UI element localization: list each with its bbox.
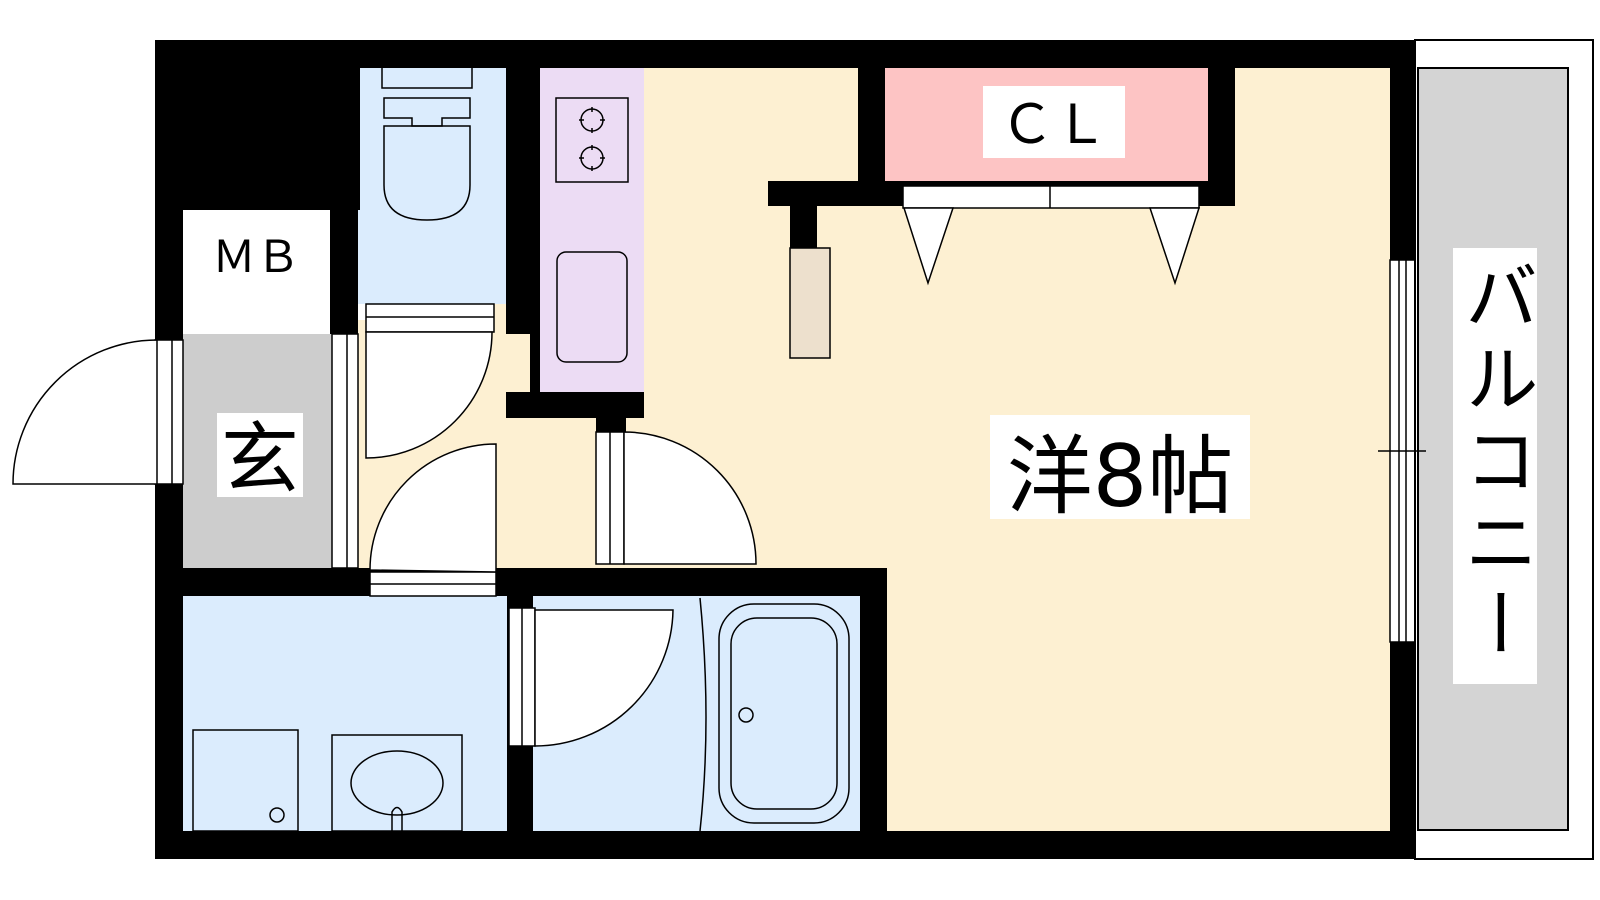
- closet-door-swing-right: [1148, 207, 1201, 286]
- balcony-inner: [1417, 67, 1569, 831]
- mb-block: [155, 40, 360, 210]
- room-label-box: [990, 415, 1250, 519]
- room-door-swing: [623, 431, 757, 565]
- washbasin-counter: [331, 734, 463, 832]
- bathtub-edge: [699, 597, 707, 832]
- bathroom-door-swing: [534, 609, 674, 747]
- wall-left-lower: [155, 484, 183, 859]
- burner-icon: [579, 107, 605, 133]
- front-door-frame: [154, 339, 184, 485]
- washbasin: [350, 750, 444, 816]
- bathtub-outer: [718, 603, 850, 824]
- burner-icon: [579, 145, 605, 171]
- wall-kitchen-door-jamb: [596, 392, 626, 432]
- entrance-label-box: [217, 413, 303, 497]
- mb-label: ＭＢ: [212, 232, 300, 283]
- cl-label-box: [983, 86, 1125, 158]
- balcony-label: バルコニー: [1452, 258, 1538, 668]
- toilet-door-swing: [365, 331, 493, 459]
- toilet-door-frame: [365, 303, 495, 333]
- room-label: 洋8帖: [1007, 427, 1234, 527]
- cl-label: ＣＬ: [1000, 93, 1108, 156]
- wall-hall-bottom: [485, 568, 885, 596]
- hall-door-frame: [331, 333, 359, 569]
- toilet-floor: [358, 68, 506, 304]
- closet-rail: [902, 185, 1200, 209]
- wall-stub: [790, 206, 817, 248]
- wall-toilet-left: [330, 68, 358, 334]
- pillar: [789, 247, 831, 359]
- toilet-tank: [381, 65, 473, 89]
- kitchen-sink: [556, 251, 628, 363]
- bathtub-inner: [730, 617, 838, 810]
- wall-kitchen-left: [530, 68, 540, 418]
- balcony-label-box: [1453, 248, 1537, 684]
- washroom-door-swing: [369, 443, 497, 573]
- mb-label-box: [183, 210, 330, 302]
- faucet: [391, 806, 403, 831]
- balcony-rail: [1414, 39, 1594, 860]
- wall-right-lower: [1390, 642, 1415, 859]
- entrance-label: 玄: [221, 415, 299, 505]
- wall-right-upper: [1390, 40, 1415, 260]
- front-door-swing: [12, 339, 158, 485]
- stove: [555, 97, 629, 183]
- wall-bottom: [155, 831, 1405, 859]
- closet-door-swing-left: [902, 207, 955, 286]
- washing-machine: [192, 729, 299, 832]
- wall-bathroom-right: [860, 568, 887, 859]
- bathtub-drain: [738, 707, 754, 723]
- washroom-floor: [182, 596, 507, 831]
- wall-top: [155, 40, 1405, 68]
- toilet-bowl: [383, 125, 471, 221]
